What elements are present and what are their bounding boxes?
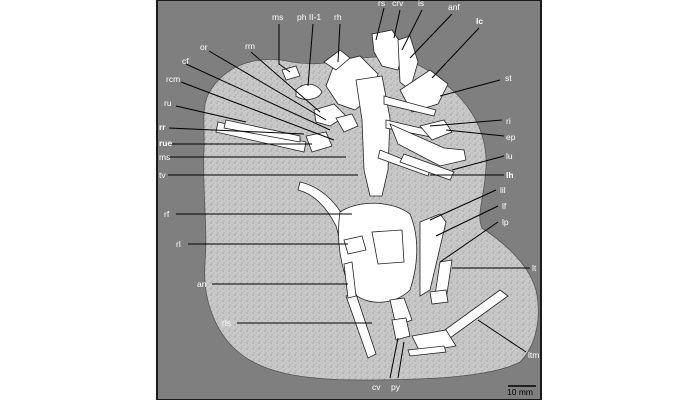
lh-bone [389,123,467,167]
rib-1 [383,95,437,117]
label-is: is [418,0,424,8]
rh-bone [323,49,351,71]
skull-bone-3 [397,35,419,91]
lp-bone [429,289,449,305]
scale-bar-label: 10 mm [507,387,533,397]
rr-bone [223,119,301,143]
label-rf: rf [164,209,170,219]
label-rr: rr [159,122,166,132]
label-an: an [197,279,207,289]
pes-digit [407,345,447,357]
label-or: or [200,42,208,52]
skeleton [215,29,509,359]
sacral-bone [371,229,405,265]
label-cv: cv [372,382,381,392]
label-rcm: rcm [166,74,180,84]
label-ms-left: ms [159,152,170,162]
label-st: st [505,73,512,83]
manus-bone-2 [335,113,359,133]
label-py: py [391,382,401,392]
pygostyle-bone [391,317,411,341]
label-cf: cf [182,56,189,66]
label-rl: rl [176,239,181,249]
rl-bone [343,235,367,255]
ph-ii-1-bone [295,83,323,100]
label-rs: rs [378,0,385,8]
an-bone [343,261,357,299]
label-crv: crv [392,0,404,8]
label-ms-top: ms [272,12,283,22]
vertebral-column [355,75,391,197]
label-lu: lu [506,151,513,161]
label-ru: ru [164,98,172,108]
labels: ms ph II-1 rh rs crv is anf lc st rm or … [159,0,539,392]
label-anf: anf [448,2,460,12]
label-lp: lp [502,217,509,227]
label-ltm: ltm [528,350,539,360]
skull-bone-2 [371,29,405,71]
label-lc: lc [476,16,483,26]
pes-bone [411,329,457,353]
label-tv: tv [159,170,166,180]
label-lil: lil [500,185,506,195]
label-ri: ri [506,116,511,126]
label-lt: lt [532,263,537,273]
label-lf: lf [502,201,507,211]
label-rm: rm [245,41,255,51]
leader-lines [168,7,530,379]
label-lh: lh [506,170,514,180]
label-rue: rue [159,138,173,148]
label-rls: rls [222,318,231,328]
label-rh: rh [334,12,342,22]
lu-bone [399,153,455,181]
label-ph-ii-1: ph II-1 [297,12,321,22]
label-ep: ep [506,132,516,142]
